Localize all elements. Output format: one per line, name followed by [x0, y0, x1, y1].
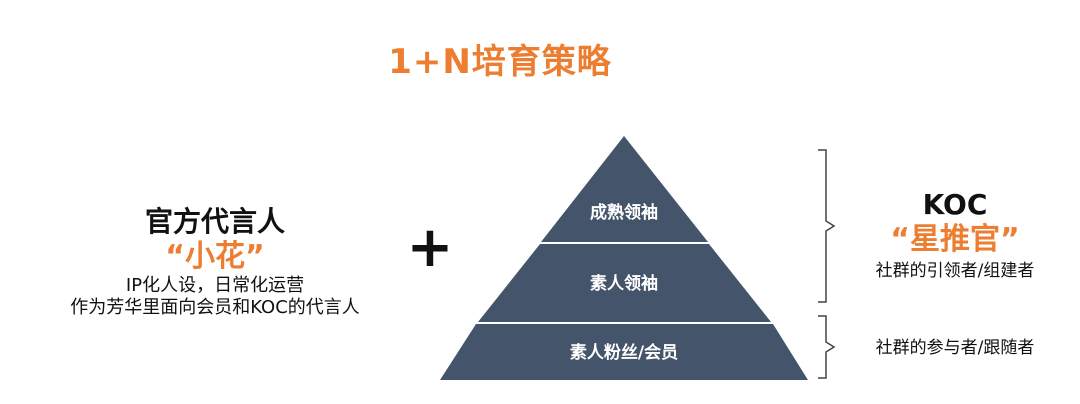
koc-title: KOC: [922, 188, 988, 221]
spokesperson-desc-line2: 作为芳华里面向会员和KOC的代言人: [70, 297, 360, 318]
koc-block: KOC “星推官” 社群的引领者/组建者: [845, 188, 1065, 284]
spokesperson-heading: 官方代言人: [144, 205, 285, 238]
pyramid-tier-middle: [478, 244, 771, 322]
pyramid-tier-bottom: [440, 324, 808, 380]
plus-sign: +: [406, 215, 454, 280]
pyramid-label-top: 成熟领袖: [590, 202, 658, 223]
pyramid-label-middle: 素人领袖: [590, 273, 658, 294]
koc-nickname: “星推官”: [890, 222, 1020, 257]
spokesperson-nickname: “小花”: [165, 239, 265, 274]
pyramid-label-bottom: 素人粉丝/会员: [570, 342, 678, 363]
spokesperson-desc-line1: IP化人设，日常化运营: [125, 275, 305, 296]
page-title: 1+N培育策略: [388, 42, 612, 82]
bracket-lower: [818, 315, 836, 379]
pyramid-tier-top: [541, 136, 708, 242]
koc-role: 社群的引领者/组建者: [875, 261, 1035, 281]
follower-role: 社群的参与者/跟随者: [875, 338, 1035, 358]
official-spokesperson-block: 官方代言人 “小花” IP化人设，日常化运营 作为芳华里面向会员和KOC的代言人: [40, 205, 390, 319]
bracket-upper: [818, 149, 836, 303]
